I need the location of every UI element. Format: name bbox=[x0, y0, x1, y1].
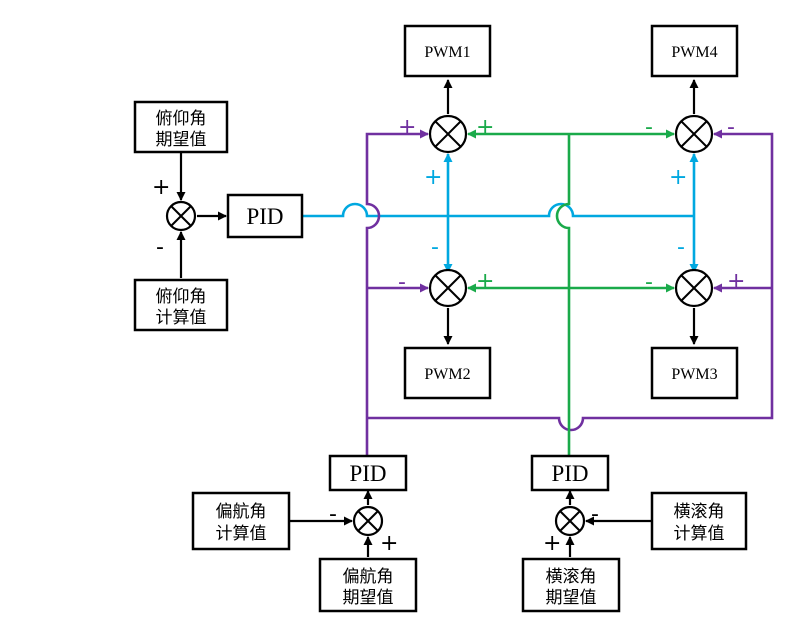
black-connections bbox=[176, 79, 699, 557]
pwm2-label: PWM2 bbox=[424, 366, 470, 383]
pwm4-box: PWM4 bbox=[650, 24, 739, 78]
m3-yaw-sign: + bbox=[727, 269, 745, 294]
roll-signal-lines bbox=[467, 129, 675, 458]
yaw-measured-box: 偏航角 计算值 bbox=[191, 491, 291, 551]
roll-pid-label: PID bbox=[551, 461, 588, 486]
pitch-desired-sign: + bbox=[152, 175, 170, 200]
m4-pitch-sign: + bbox=[669, 165, 687, 190]
roll-pid-box: PID bbox=[530, 454, 610, 492]
pitch-measured-line2: 计算值 bbox=[156, 308, 207, 328]
m1-yaw-sign: + bbox=[398, 115, 416, 140]
pitch-signal-lines bbox=[302, 153, 699, 273]
m1-pitch-sign: + bbox=[424, 165, 442, 190]
pitch-desired-line2: 期望值 bbox=[156, 130, 207, 150]
pitch-measured-sign: - bbox=[156, 235, 164, 260]
yaw-pid-box: PID bbox=[328, 454, 408, 492]
pwm2-box: PWM2 bbox=[403, 346, 492, 400]
yaw-summing-junction bbox=[352, 505, 384, 537]
pitch-summing-junction bbox=[165, 200, 197, 232]
roll-desired-box: 横滚角 期望值 bbox=[521, 557, 621, 613]
motor3-summing-junction bbox=[674, 268, 714, 308]
roll-summing-junction bbox=[554, 505, 586, 537]
yaw-desired-box: 偏航角 期望值 bbox=[318, 557, 418, 613]
m1-roll-sign: + bbox=[476, 115, 494, 140]
pitch-pid-box: PID bbox=[226, 193, 304, 239]
yaw-desired-sign: + bbox=[380, 531, 398, 556]
yaw-signal-lines bbox=[365, 129, 774, 458]
yaw-pid-label: PID bbox=[349, 461, 386, 486]
roll-measured-line2: 计算值 bbox=[674, 524, 725, 544]
m3-roll-sign: - bbox=[645, 270, 653, 295]
yaw-measured-line1: 偏航角 bbox=[216, 502, 267, 522]
roll-desired-line1: 横滚角 bbox=[546, 567, 597, 587]
pwm1-box: PWM1 bbox=[403, 24, 492, 78]
yaw-measured-line2: 计算值 bbox=[216, 524, 267, 544]
pitch-measured-box: 俯仰角 计算值 bbox=[133, 278, 229, 332]
pitch-pid-label: PID bbox=[246, 204, 283, 229]
pitch-measured-line1: 俯仰角 bbox=[156, 287, 207, 307]
roll-desired-sign: + bbox=[543, 531, 561, 556]
yaw-desired-line2: 期望值 bbox=[343, 588, 394, 608]
yaw-desired-line1: 偏航角 bbox=[343, 567, 394, 587]
pwm4-label: PWM4 bbox=[671, 44, 717, 61]
m3-pitch-sign: - bbox=[677, 235, 685, 260]
sign-labels: + - - + - + + + + - - + - + - - + - bbox=[152, 115, 745, 556]
pwm3-label: PWM3 bbox=[671, 366, 717, 383]
roll-desired-line2: 期望值 bbox=[546, 588, 597, 608]
motor2-summing-junction bbox=[428, 268, 468, 308]
motor4-summing-junction bbox=[674, 114, 714, 154]
roll-measured-sign: - bbox=[591, 502, 599, 527]
m4-yaw-sign: - bbox=[727, 115, 735, 140]
pitch-desired-line1: 俯仰角 bbox=[156, 109, 207, 129]
roll-measured-box: 横滚角 计算值 bbox=[650, 491, 748, 551]
pwm1-label: PWM1 bbox=[424, 44, 470, 61]
pwm3-box: PWM3 bbox=[650, 346, 739, 400]
m2-yaw-sign: - bbox=[398, 270, 406, 295]
roll-measured-line1: 横滚角 bbox=[674, 502, 725, 522]
m2-pitch-sign: - bbox=[431, 235, 439, 260]
m2-roll-sign: + bbox=[476, 269, 494, 294]
yaw-measured-sign: - bbox=[329, 502, 337, 527]
m4-roll-sign: - bbox=[645, 115, 653, 140]
pitch-desired-box: 俯仰角 期望值 bbox=[133, 100, 229, 154]
motor1-summing-junction bbox=[428, 114, 468, 154]
